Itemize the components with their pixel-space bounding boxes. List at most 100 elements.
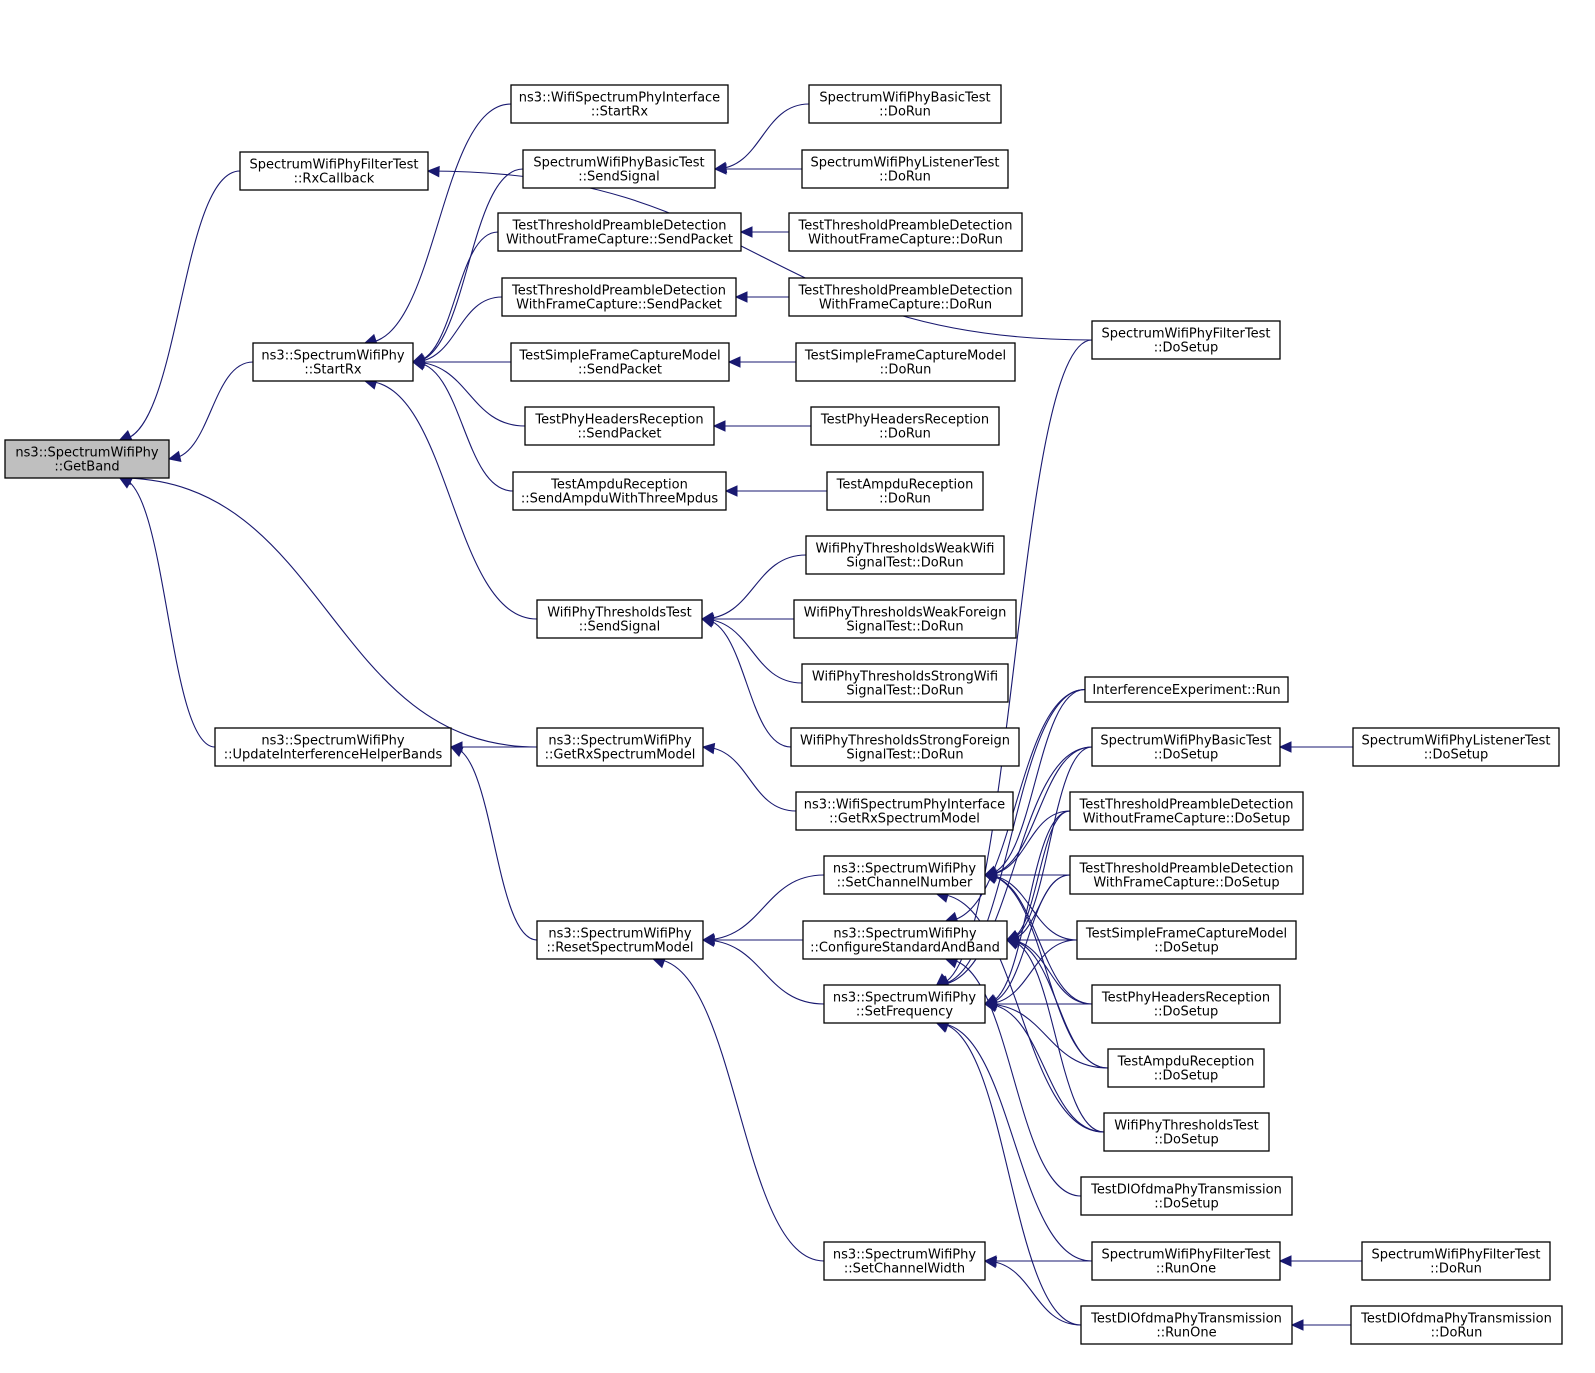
edge-line [702,746,797,812]
node-thr-send[interactable]: WifiPhyThresholdsTest::SendSignal [536,599,703,639]
node-sfc-setup[interactable]: TestSimpleFrameCaptureModel::DoSetup [1076,920,1297,960]
node-listener-run[interactable]: SpectrumWifiPhyListenerTest::DoRun [801,149,1009,189]
node-box [823,855,986,895]
edge-getband-to-updbands [118,477,216,748]
edge-line [450,746,538,941]
node-basic-setup[interactable]: SpectrumWifiPhyBasicTest::DoSetup [1091,727,1281,767]
node-wc-setup[interactable]: TestThresholdPreambleDetectionWithFrameC… [1069,855,1304,895]
node-box [823,1241,986,1281]
node-setchw[interactable]: ns3::SpectrumWifiPhy::SetChannelWidth [823,1241,986,1281]
node-resetsm[interactable]: ns3::SpectrumWifiPhy::ResetSpectrumModel [536,920,704,960]
edge-updbands-to-resetsm [449,746,538,941]
edge-line [936,1022,1093,1262]
node-setchnum[interactable]: ns3::SpectrumWifiPhy::SetChannelNumber [823,855,986,895]
node-phr-run[interactable]: TestPhyHeadersReception::DoRun [810,406,1000,446]
node-sfc-send[interactable]: TestSimpleFrameCaptureModel::SendPacket [510,342,730,382]
node-getband[interactable]: ns3::SpectrumWifiPhy::GetBand [4,439,170,479]
node-label-line: TestThresholdPreambleDetection [511,284,726,299]
node-label-line: ::DoRun [1430,1262,1482,1277]
node-label-line: TestDlOfdmaPhyTransmission [1090,1312,1282,1327]
node-dlofdma-setup[interactable]: TestDlOfdmaPhyTransmission::DoSetup [1080,1176,1293,1216]
node-phr-send[interactable]: TestPhyHeadersReception::SendPacket [524,406,715,446]
node-woc-send[interactable]: TestThresholdPreambleDetectionWithoutFra… [497,212,742,252]
edge-basic-send-to-listener-run [713,163,802,175]
edge-line [984,1003,1105,1133]
edge-sfc-send-to-sfc-run [727,356,796,368]
node-filter-setup[interactable]: SpectrumWifiPhyFilterTest::DoSetup [1091,320,1281,360]
node-iface-getrxsm[interactable]: ns3::WifiSpectrumPhyInterface::GetRxSpec… [795,791,1014,831]
edge-thr-send-to-strongforeign-run [700,616,792,748]
node-wc-run[interactable]: TestThresholdPreambleDetectionWithFrameC… [788,277,1023,317]
edge-arrowhead [724,485,738,497]
node-ampdu-run[interactable]: TestAmpduReception::DoRun [826,471,984,511]
edge-line [984,810,1071,876]
node-label-line: ::SetChannelWidth [844,1262,965,1277]
node-wc-send[interactable]: TestThresholdPreambleDetectionWithFrameC… [501,277,737,317]
edge-wc-send-to-wc-run [734,291,789,303]
edge-line [701,618,792,748]
node-interf-run[interactable]: InterferenceExperiment::Run [1084,676,1289,703]
node-box [808,84,1002,124]
node-label-line: ns3::SpectrumWifiPhy [833,991,976,1006]
edge-arrowhead [983,1000,998,1013]
node-ampdu-setup[interactable]: TestAmpduReception::DoSetup [1107,1048,1265,1088]
node-box [793,599,1017,639]
node-startrx[interactable]: ns3::SpectrumWifiPhy::StartRx [252,342,414,382]
node-box [536,599,703,639]
node-label-line: SignalTest::DoRun [846,684,963,699]
node-label-line: WithFrameCapture::DoRun [819,298,992,313]
node-filter-run[interactable]: SpectrumWifiPhyFilterTest::DoRun [1361,1241,1551,1281]
node-label-line: ::StartRx [304,363,362,378]
edge-line [1006,746,1093,941]
node-weakforeign-run[interactable]: WifiPhyThresholdsWeakForeignSignalTest::… [793,599,1017,639]
node-label-line: ::ResetSpectrumModel [546,941,693,956]
node-label-line: ::DoSetup [1154,1197,1219,1212]
node-weakwifi-run[interactable]: WifiPhyThresholdsWeakWifiSignalTest::DoR… [805,535,1005,575]
node-woc-setup[interactable]: TestThresholdPreambleDetectionWithoutFra… [1069,791,1304,831]
node-updbands[interactable]: ns3::SpectrumWifiPhy::UpdateInterference… [214,727,452,767]
node-getrxsm[interactable]: ns3::SpectrumWifiPhy::GetRxSpectrumModel [536,727,704,767]
node-filter-rxcb[interactable]: SpectrumWifiPhyFilterTest::RxCallback [239,151,429,191]
node-iface-startrx[interactable]: ns3::WifiSpectrumPhyInterface::StartRx [510,84,729,124]
node-label-line: ::DoSetup [1424,748,1489,763]
node-dlofdma-run[interactable]: TestDlOfdmaPhyTransmission::DoRun [1350,1305,1563,1345]
node-label-line: WithFrameCapture::SendPacket [516,298,722,313]
node-sfc-run[interactable]: TestSimpleFrameCaptureModel::DoRun [795,342,1016,382]
edge-line [364,103,512,344]
edge-cfgstd-to-thr-setup [1005,938,1105,1133]
node-woc-run[interactable]: TestThresholdPreambleDetectionWithoutFra… [788,212,1023,252]
node-thr-setup[interactable]: WifiPhyThresholdsTest::DoSetup [1103,1112,1270,1152]
edge-arrowhead [449,746,464,757]
node-phr-setup[interactable]: TestPhyHeadersReception::DoSetup [1091,984,1281,1024]
node-strongforeign-run[interactable]: WifiPhyThresholdsStrongForeignSignalTest… [790,727,1020,767]
edge-arrowhead [1278,741,1292,753]
edge-line [945,688,1086,922]
node-label-line: SpectrumWifiPhyBasicTest [1100,734,1271,749]
node-box [1091,320,1281,360]
edge-startrx-to-ampdu-send [411,359,514,492]
node-box [795,342,1016,382]
node-cfgstd[interactable]: ns3::SpectrumWifiPhy::ConfigureStandardA… [802,920,1008,960]
node-setfreq[interactable]: ns3::SpectrumWifiPhy::SetFrequency [823,984,986,1024]
node-listener-setup[interactable]: SpectrumWifiPhyListenerTest::DoSetup [1352,727,1560,767]
node-strongwifi-run[interactable]: WifiPhyThresholdsStrongWifiSignalTest::D… [801,663,1009,703]
node-label-line: SpectrumWifiPhyFilterTest [250,158,419,173]
edge-line [984,688,1086,876]
node-ampdu-send[interactable]: TestAmpduReception::SendAmpduWithThreeMp… [512,471,727,511]
node-label-line: SpectrumWifiPhyBasicTest [533,156,704,171]
node-box [4,439,170,479]
node-label-line: ::SendPacket [577,427,661,442]
edge-arrowhead [713,163,727,175]
node-basic-run[interactable]: SpectrumWifiPhyBasicTest::DoRun [808,84,1002,124]
node-label-line: ::SetChannelNumber [837,876,973,891]
edge-arrowhead [1005,938,1020,950]
node-filter-runone[interactable]: SpectrumWifiPhyFilterTest::RunOne [1091,1241,1281,1281]
node-basic-send[interactable]: SpectrumWifiPhyBasicTest::SendSignal [522,149,716,189]
node-label-line: WifiPhyThresholdsStrongForeign [800,734,1010,749]
node-label-line: ::DoSetup [1154,1005,1219,1020]
edge-arrowhead [1278,1255,1292,1267]
node-dlofdma-runone[interactable]: TestDlOfdmaPhyTransmission::RunOne [1080,1305,1293,1345]
edge-line [984,1260,1082,1326]
edge-arrowhead [701,742,716,755]
